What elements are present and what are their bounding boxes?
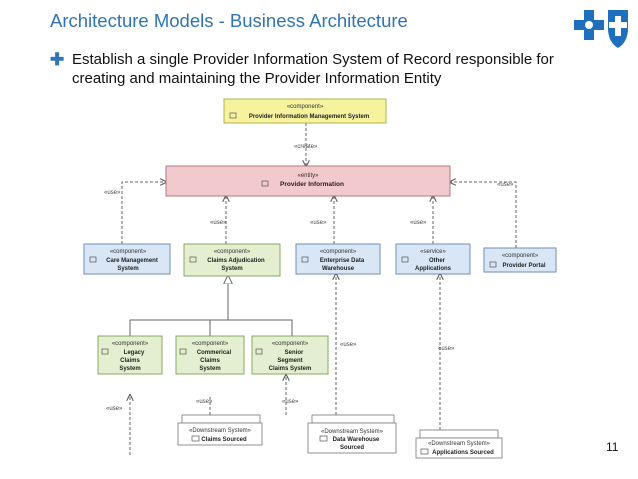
downstream-claims-sourced: «Downstream System» Claims Sourced <box>177 414 263 446</box>
claims-stereotype: «component» <box>214 249 251 255</box>
senior-line3: Claims System <box>269 366 312 372</box>
other-name-line1: Other <box>429 258 446 264</box>
commercial-line2: Claims <box>200 358 220 364</box>
bullet-text: Establish a single Provider Information … <box>72 51 554 87</box>
downstream-data-warehouse-sourced: «Downstream System» Data Warehouse Sourc… <box>307 414 397 454</box>
component-senior-segment-claims: «component» Senior Segment Claims System <box>251 335 329 375</box>
downstream-applications-sourced: «Downstream System» Applications Sourced <box>415 429 503 459</box>
edw-name-line1: Enterprise Data <box>320 258 365 264</box>
use-label-ds-1: «use» <box>106 406 123 412</box>
use-label-edw: «use» <box>310 220 327 226</box>
legacy-line2: Claims <box>120 358 140 364</box>
component-icon <box>301 256 309 263</box>
ds-dw-line2: Sourced <box>340 445 364 451</box>
use-label-ds-2: «use» <box>196 399 213 405</box>
other-name-line2: Applications <box>415 266 452 272</box>
portal-name: Provider Portal <box>502 263 545 269</box>
use-label-other: «use» <box>410 220 427 226</box>
entity-icon <box>261 180 269 187</box>
pims-stereotype: «component» <box>287 104 324 110</box>
claims-name-line2: System <box>221 266 242 272</box>
component-icon <box>489 261 497 268</box>
blue-cross-icon <box>574 10 604 40</box>
use-label-ds-3: «use» <box>282 399 299 405</box>
care-name-line2: System <box>117 266 138 272</box>
edw-name-line2: Warehouse <box>322 266 355 272</box>
generalization-branch <box>129 319 293 336</box>
ds-dw-line1: Data Warehouse <box>333 437 380 443</box>
use-label-ds-apps: «use» <box>438 346 455 352</box>
senior-line2: Segment <box>277 358 302 364</box>
commercial-line1: Commerical <box>197 350 232 356</box>
component-claims-adjudication: «component» Claims Adjudication System <box>183 243 281 277</box>
component-commercial-claims: «component» Commerical Claims System <box>175 335 245 375</box>
use-label-portal: «use» <box>497 182 514 188</box>
care-stereotype: «component» <box>110 249 147 255</box>
component-enterprise-data-warehouse: «component» Enterprise Data Warehouse <box>295 243 381 275</box>
use-label-claims: «use» <box>210 220 227 226</box>
legacy-line3: System <box>119 366 140 372</box>
component-icon <box>89 256 97 263</box>
claims-name-line1: Claims Adjudication <box>207 258 265 264</box>
component-legacy-claims: «component» Legacy Claims System <box>97 335 163 375</box>
component-icon <box>255 348 263 355</box>
edw-stereotype: «component» <box>320 249 357 255</box>
create-label: «create» <box>294 144 318 150</box>
commercial-line3: System <box>199 366 220 372</box>
provider-information-entity: «entity» Provider Information <box>165 165 451 197</box>
service-other-applications: «service» Other Applications <box>395 243 471 275</box>
plus-bullet-icon: ✚ <box>50 50 65 69</box>
use-label-care: «use» <box>104 190 121 196</box>
pims-name: Provider Information Management System <box>249 114 369 120</box>
commercial-stereotype: «component» <box>192 341 229 347</box>
senior-stereotype: «component» <box>272 341 309 347</box>
entity-name: Provider Information <box>280 181 344 188</box>
folder-icon <box>191 435 200 442</box>
use-connector-care <box>121 182 166 244</box>
entity-stereotype: «entity» <box>297 173 319 179</box>
portal-stereotype: «component» <box>502 253 539 259</box>
pims-component: «component» Provider Information Managem… <box>223 98 387 124</box>
use-connector-portal <box>450 182 517 248</box>
blue-shield-icon <box>608 10 628 48</box>
senior-line1: Senior <box>285 350 304 356</box>
care-name-line1: Care Management <box>106 258 158 264</box>
page-number: 11 <box>606 440 619 454</box>
component-icon <box>229 112 237 119</box>
component-icon <box>189 256 197 263</box>
slide-title: Architecture Models - Business Architect… <box>50 10 408 31</box>
component-icon <box>179 348 187 355</box>
ds-apps-stereotype: «Downstream System» <box>428 441 491 447</box>
component-provider-portal: «component» Provider Portal <box>483 247 557 273</box>
ds-dw-stereotype: «Downstream System» <box>321 429 384 435</box>
component-care-management: «component» Care Management System <box>83 243 171 275</box>
ds-claims-stereotype: «Downstream System» <box>189 428 252 434</box>
legacy-stereotype: «component» <box>112 341 149 347</box>
ds-claims-name: Claims Sourced <box>201 437 247 443</box>
ds-apps-name: Applications Sourced <box>432 450 494 456</box>
other-stereotype: «service» <box>420 249 446 255</box>
bcbs-logo <box>574 10 628 48</box>
legacy-line1: Legacy <box>124 350 145 356</box>
folder-icon <box>420 448 429 455</box>
component-icon <box>101 348 109 355</box>
use-label-ds-edw: «use» <box>340 342 357 348</box>
folder-icon <box>319 435 328 442</box>
component-icon <box>401 256 409 263</box>
